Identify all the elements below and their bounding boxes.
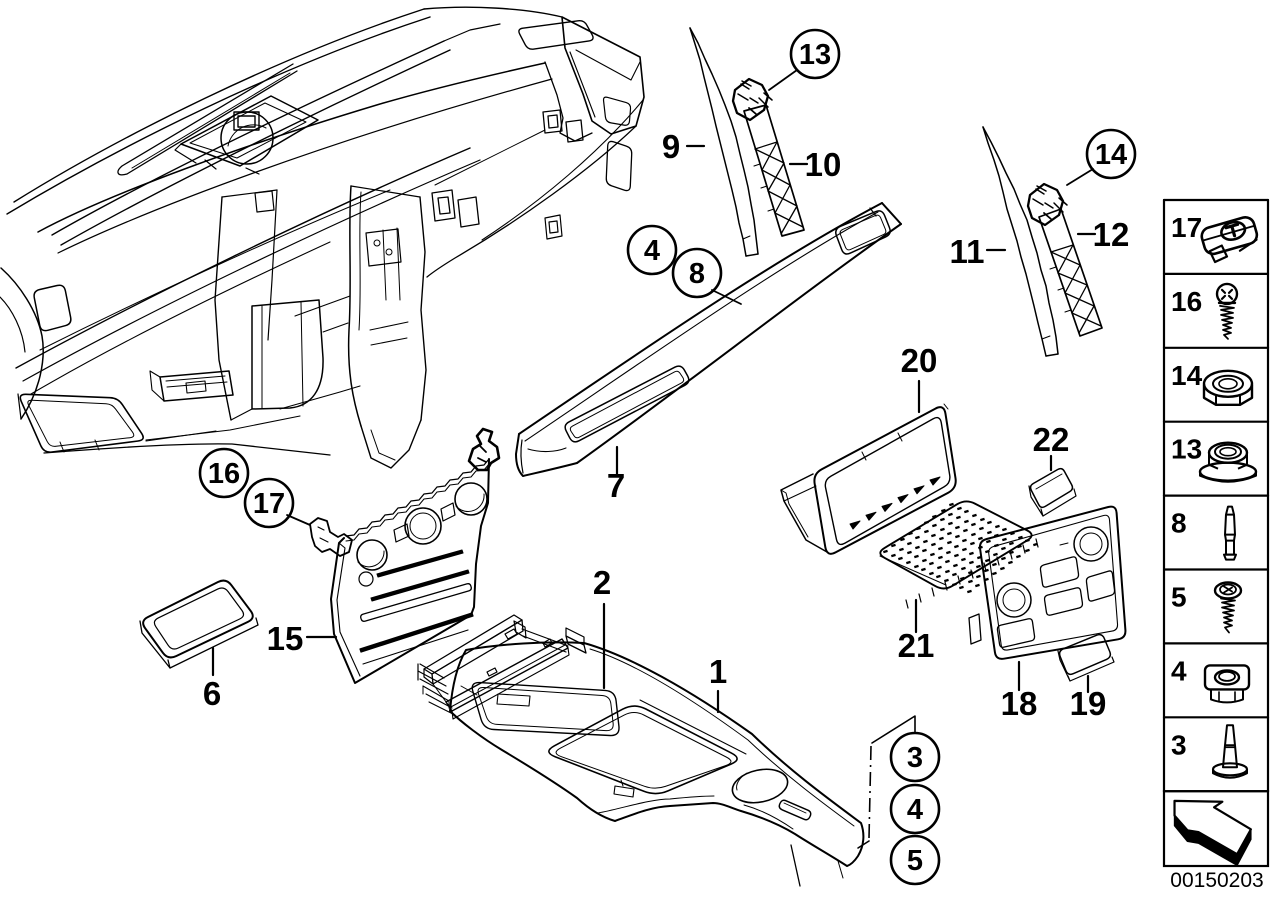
svg-text:14: 14 [1095,139,1127,171]
svg-text:12: 12 [1093,216,1130,253]
svg-text:11: 11 [950,233,985,270]
svg-text:17: 17 [253,488,285,520]
svg-text:16: 16 [1171,286,1202,317]
svg-text:14: 14 [1171,360,1203,391]
svg-text:13: 13 [1171,434,1202,465]
svg-text:22: 22 [1033,421,1070,458]
svg-text:00150203: 00150203 [1170,869,1263,892]
svg-text:13: 13 [799,39,831,71]
svg-text:18: 18 [1001,685,1038,722]
svg-text:6: 6 [203,675,221,712]
svg-text:20: 20 [901,342,938,379]
svg-text:7: 7 [607,467,625,504]
svg-text:5: 5 [1171,582,1187,613]
svg-text:4: 4 [1171,655,1187,686]
svg-text:4: 4 [644,235,660,267]
svg-text:16: 16 [208,458,240,490]
svg-text:8: 8 [689,258,705,290]
svg-text:5: 5 [907,845,923,877]
svg-text:21: 21 [898,627,935,664]
svg-text:4: 4 [907,794,923,826]
svg-text:3: 3 [1171,729,1187,760]
svg-text:8: 8 [1171,508,1187,539]
svg-text:17: 17 [1171,212,1202,243]
svg-text:2: 2 [593,564,611,601]
svg-text:1: 1 [709,653,727,690]
svg-text:15: 15 [267,620,304,657]
svg-text:10: 10 [805,146,842,183]
svg-text:9: 9 [662,128,680,165]
svg-text:3: 3 [907,742,923,774]
